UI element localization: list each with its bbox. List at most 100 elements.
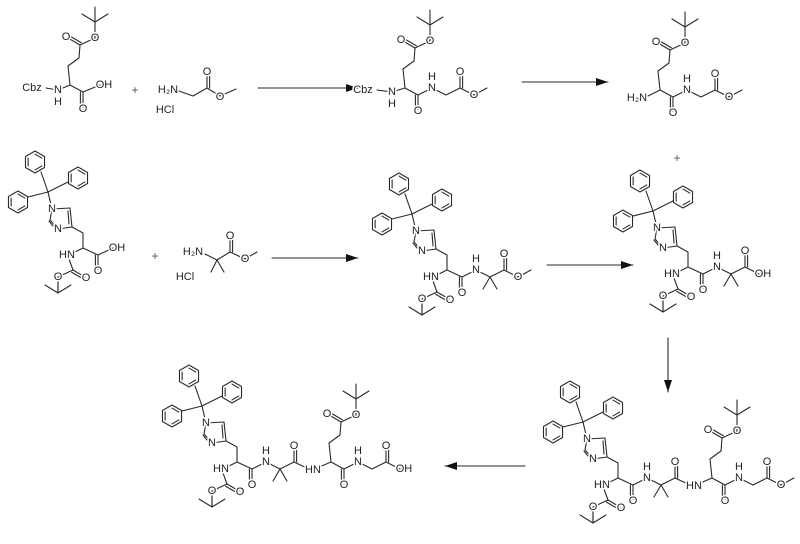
phenyl-ring	[602, 396, 624, 420]
double-bond	[328, 414, 342, 423]
double-bond	[657, 42, 671, 51]
double-bond	[607, 499, 621, 508]
bond-lines	[161, 364, 401, 508]
atom-label: HCl	[176, 271, 194, 283]
double-bond	[710, 428, 724, 437]
double-bond	[71, 271, 85, 280]
bond	[659, 89, 674, 98]
reaction-arrow-down	[664, 337, 672, 393]
atom-label: HN	[594, 479, 610, 491]
atom-label: N	[412, 225, 420, 237]
atom-label: O	[446, 294, 455, 306]
atom-label: H	[388, 98, 396, 110]
bond	[724, 477, 768, 486]
bond	[417, 87, 461, 96]
atom-label: HN	[664, 268, 680, 280]
bond	[432, 280, 438, 293]
phenyl-ring	[161, 404, 183, 428]
double-bond	[402, 40, 416, 49]
bond	[67, 210, 70, 225]
bond	[316, 461, 332, 469]
plus-signs: + + +	[130, 82, 682, 265]
atom-label: H₂N	[627, 92, 647, 104]
bond	[714, 89, 743, 98]
bond-lines	[542, 380, 795, 524]
atom-label: OH	[109, 242, 126, 254]
double-bond	[436, 291, 450, 300]
atom-label: O	[671, 456, 680, 468]
arrowhead-icon	[621, 261, 633, 269]
bond	[702, 266, 746, 275]
bond	[660, 484, 669, 498]
bond	[343, 461, 387, 470]
bond	[584, 437, 608, 460]
phenyl-ring	[7, 190, 29, 214]
atom-label: H	[683, 73, 691, 85]
bond	[203, 421, 227, 444]
reaction-arrow-right	[521, 78, 609, 86]
phenyl-ring	[178, 364, 200, 388]
atom-label: N	[208, 437, 216, 449]
atom-label: H	[54, 96, 62, 108]
atom-label: N	[418, 245, 426, 257]
atom-label: H₂N	[183, 246, 203, 258]
atom-label: H	[643, 461, 651, 473]
double-bond	[677, 288, 691, 297]
bond-lines	[612, 169, 760, 313]
bond	[605, 456, 619, 485]
atom-label: O	[741, 245, 750, 257]
bond	[279, 468, 288, 482]
phenyl-ring	[542, 420, 564, 444]
phenyl-ring	[371, 212, 393, 236]
atom-label: N	[472, 264, 480, 276]
atom-label: O	[617, 502, 626, 514]
atom-label: O	[763, 456, 772, 468]
atom-label: O	[721, 495, 730, 507]
atom-label: O	[659, 290, 668, 302]
atom-label: O	[62, 31, 71, 43]
bond	[672, 89, 716, 98]
double-bond	[67, 37, 81, 46]
bond-lines	[371, 172, 532, 316]
atom-label: O	[94, 265, 103, 277]
atom-label: N	[262, 456, 270, 468]
atom-label: O	[500, 248, 509, 260]
atom-label: N	[653, 222, 661, 234]
bond	[675, 245, 689, 274]
bond	[68, 258, 74, 271]
bond	[251, 461, 295, 470]
bond	[181, 405, 207, 424]
bond	[79, 21, 96, 46]
bond-lines	[45, 6, 109, 108]
double-bond	[225, 485, 239, 494]
bond	[723, 273, 732, 287]
atom-label: O	[733, 425, 742, 437]
atom-label: N	[735, 472, 743, 484]
atom-label: HCl	[156, 104, 174, 116]
bond	[293, 461, 310, 470]
bond	[414, 24, 431, 49]
atom-label: O	[514, 271, 523, 283]
atom-label: O	[414, 105, 423, 117]
atom-label: H	[735, 461, 743, 473]
bond	[328, 421, 342, 463]
bond	[721, 414, 738, 439]
phenyl-ring	[612, 209, 634, 233]
bond	[482, 276, 491, 290]
bond	[653, 239, 659, 246]
bond	[236, 461, 253, 470]
bond	[730, 273, 739, 287]
atom-label: N	[202, 417, 210, 429]
atom-label: O	[216, 91, 225, 103]
atom-label: N	[54, 84, 62, 96]
